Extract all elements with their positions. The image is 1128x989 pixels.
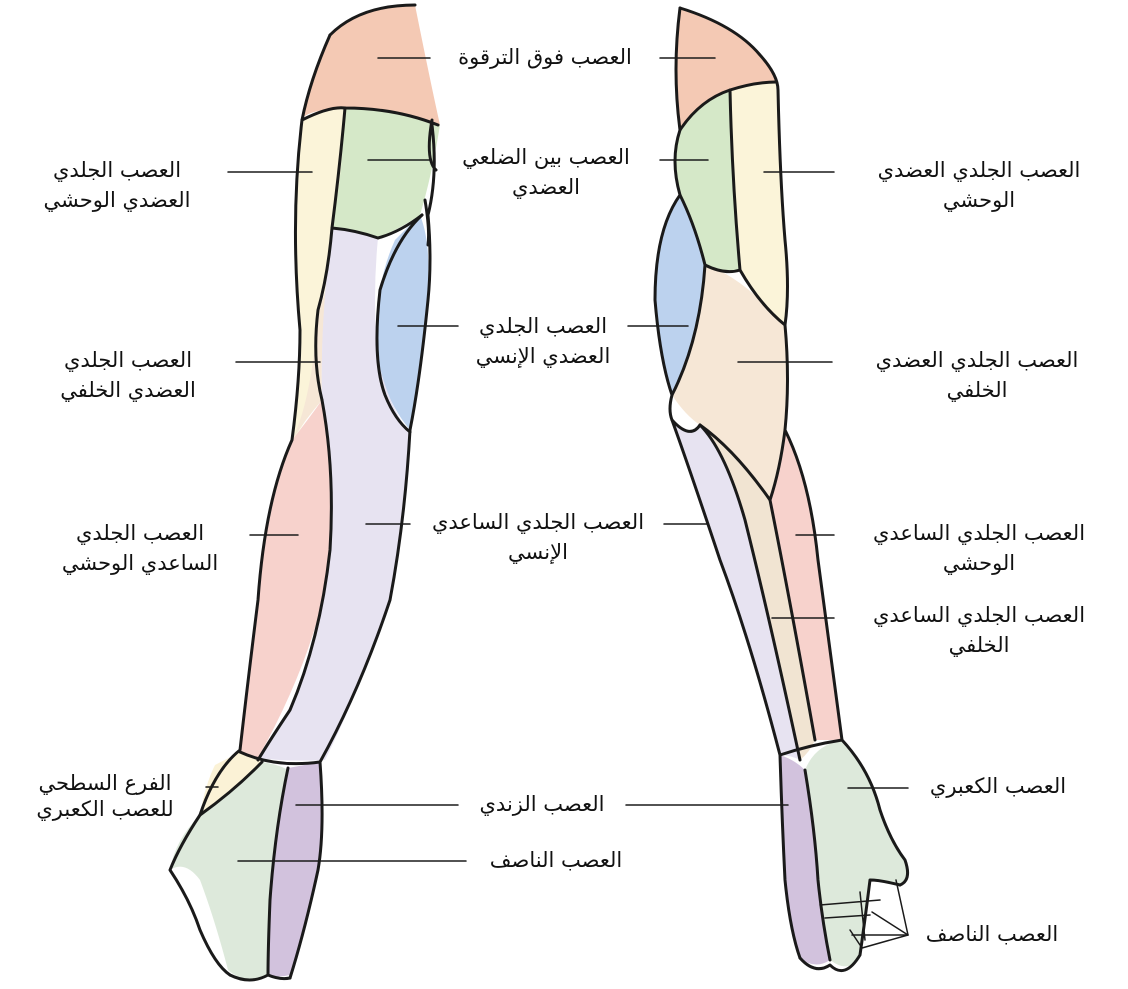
label-text: العصب الجلدي الساعدي: [410, 507, 666, 537]
label-text: الخلفي: [834, 375, 1120, 405]
label-text: الوحشي: [834, 548, 1124, 578]
label-supraclavicular: العصب فوق الترقوة: [430, 42, 660, 72]
label-median-left: العصب الناصف: [466, 845, 646, 875]
label-text: العضدي الخلفي: [20, 375, 236, 405]
label-intercostobrachial: العصب بين الضلعي العضدي: [430, 142, 662, 202]
label-superficial-radial: الفرع السطحي للعصب الكعبري: [4, 770, 206, 822]
left-supraclavicular-region: [302, 5, 440, 125]
label-left-lateral-brachial: العصب الجلدي العضدي الوحشي: [6, 155, 228, 215]
label-text: العصب الجلدي: [20, 345, 236, 375]
label-left-lateral-antebrachial: العصب الجلدي الساعدي الوحشي: [30, 518, 250, 578]
label-text: العصب الجلدي: [30, 518, 250, 548]
label-text: العصب بين الضلعي: [430, 142, 662, 172]
label-text: العضدي الوحشي: [6, 185, 228, 215]
label-text: العصب الجلدي العضدي: [836, 155, 1122, 185]
label-text: العصب الزندي: [458, 789, 626, 819]
label-text: العصب الكعبري: [908, 771, 1088, 801]
label-text: العصب الجلدي الساعدي: [834, 600, 1124, 630]
label-text: العضدي الإنسي: [458, 341, 628, 371]
label-text: العصب فوق الترقوة: [430, 42, 660, 72]
label-text: الساعدي الوحشي: [30, 548, 250, 578]
label-text: الإنسي: [410, 537, 666, 567]
label-right-lateral-antebrachial: العصب الجلدي الساعدي الوحشي: [834, 518, 1124, 578]
label-left-posterior-brachial: العصب الجلدي العضدي الخلفي: [20, 345, 236, 405]
right-arm: [655, 8, 908, 971]
label-text: العصب الجلدي العضدي: [834, 345, 1120, 375]
label-text: العصب الجلدي الساعدي: [834, 518, 1124, 548]
label-right-lateral-brachial: العصب الجلدي العضدي الوحشي: [836, 155, 1122, 215]
label-text: العصب الجلدي: [458, 311, 628, 341]
left-intercostobrachial-region: [332, 108, 440, 238]
label-ulnar: العصب الزندي: [458, 789, 626, 819]
label-text: الوحشي: [836, 185, 1122, 215]
leader-median-right-2: [872, 912, 908, 935]
leader-median-right-3: [862, 935, 908, 948]
label-right-posterior-brachial: العصب الجلدي العضدي الخلفي: [834, 345, 1120, 405]
label-text: العصب الناصف: [908, 919, 1076, 949]
label-text: الخلفي: [834, 630, 1124, 660]
label-right-posterior-antebrachial: العصب الجلدي الساعدي الخلفي: [834, 600, 1124, 660]
label-text: الفرع السطحي: [4, 770, 206, 796]
left-arm: [170, 5, 440, 980]
label-text: العصب الناصف: [466, 845, 646, 875]
label-medial-brachial: العصب الجلدي العضدي الإنسي: [458, 311, 628, 371]
label-text: العضدي: [430, 172, 662, 202]
label-radial: العصب الكعبري: [908, 771, 1088, 801]
label-medial-antebrachial: العصب الجلدي الساعدي الإنسي: [410, 507, 666, 567]
label-median-right: العصب الناصف: [908, 919, 1076, 949]
label-text: العصب الجلدي: [6, 155, 228, 185]
label-text: للعصب الكعبري: [4, 796, 206, 822]
